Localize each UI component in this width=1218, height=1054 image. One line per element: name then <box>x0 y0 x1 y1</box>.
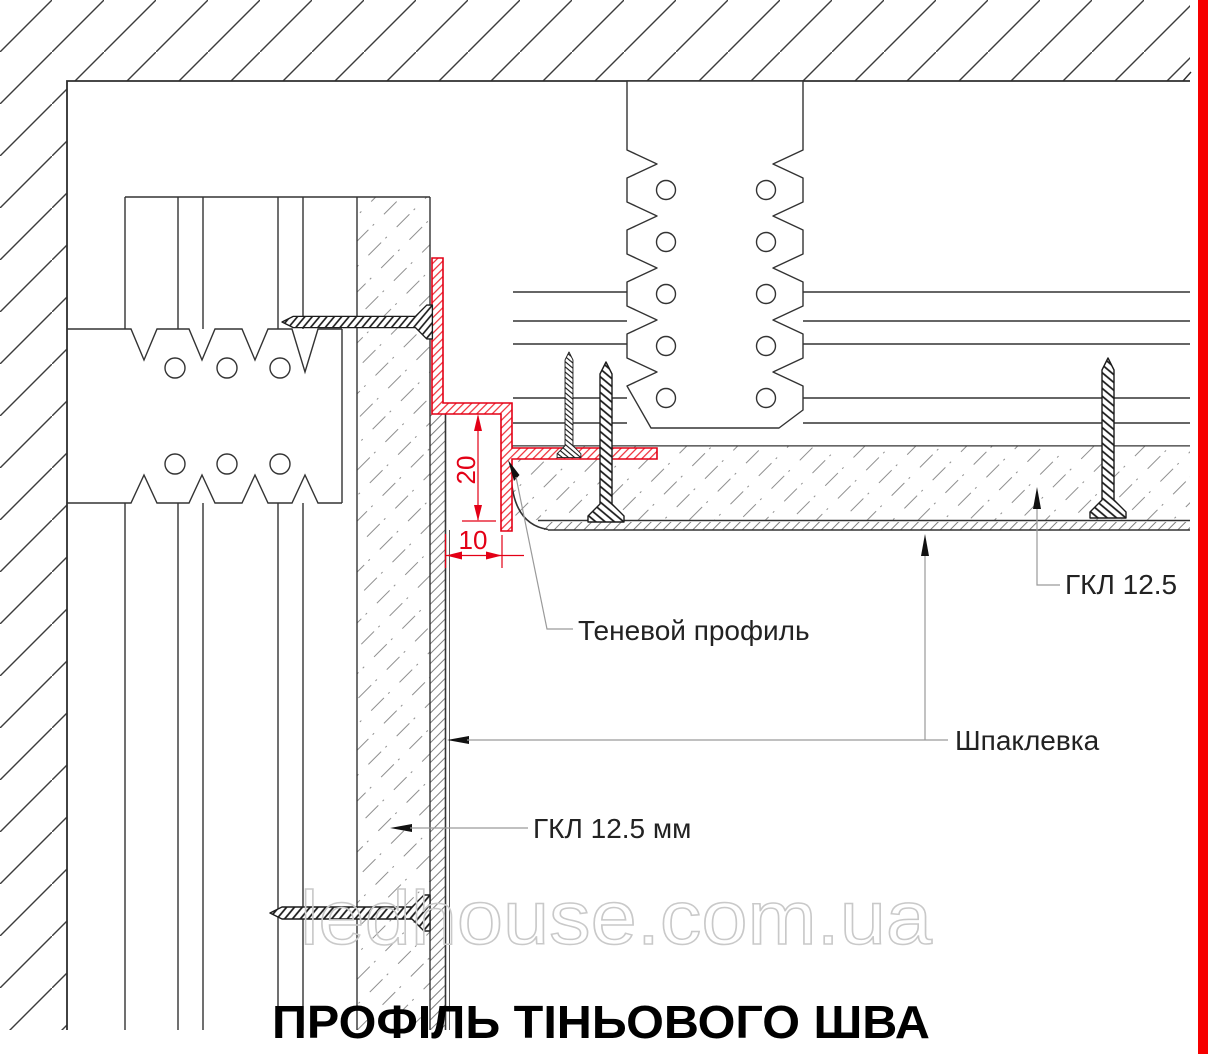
profile-screw <box>556 351 582 459</box>
wall-putty-layer <box>430 414 446 1030</box>
slab-and-wall-edge <box>66 80 1190 1030</box>
wall-hanger-bracket <box>67 328 343 504</box>
putty-arrow-left <box>447 736 469 744</box>
bracket-holes <box>164 357 291 475</box>
dimension-20-value: 20 <box>451 456 481 485</box>
shadow-profile <box>431 257 658 532</box>
shadow-profile-label: Теневой профиль <box>578 615 810 646</box>
wall-gkl-arrow <box>390 824 412 832</box>
concrete-structure <box>0 0 1192 1030</box>
ceiling-hanger-strap <box>626 80 804 429</box>
putty-label: Шпаклевка <box>955 725 1100 756</box>
ceiling-gkl-arrow <box>1033 487 1041 509</box>
bracket-serrated-bottom-edge <box>67 473 342 504</box>
shadow-profile-arrow <box>508 460 520 481</box>
bracket-serrated-top-edge <box>67 328 342 375</box>
hanger-holes <box>655 179 777 409</box>
wall-assembly <box>124 196 450 1030</box>
hanger-strap-outline <box>626 80 804 429</box>
annotations: Теневой профиль Шпаклевка ГКЛ 12.5 ГКЛ 1… <box>390 460 1177 844</box>
ceiling-putty-layer <box>544 522 1190 530</box>
ceiling-gkl-label: ГКЛ 12.5 <box>1065 569 1177 600</box>
wall-gkl-board <box>357 197 430 1030</box>
drawing-title: ПРОФІЛЬ ТІНЬОВОГО ШВА <box>272 996 930 1048</box>
dimension-20: 20 <box>451 414 496 522</box>
wall-gkl-label: ГКЛ 12.5 мм <box>533 813 691 844</box>
red-border-line <box>1198 0 1208 1054</box>
watermark-text: ledhouse.com.ua <box>300 876 933 961</box>
dimension-10-value: 10 <box>459 525 488 555</box>
dimension-10: 10 <box>444 525 524 568</box>
putty-arrow-up <box>921 534 929 556</box>
